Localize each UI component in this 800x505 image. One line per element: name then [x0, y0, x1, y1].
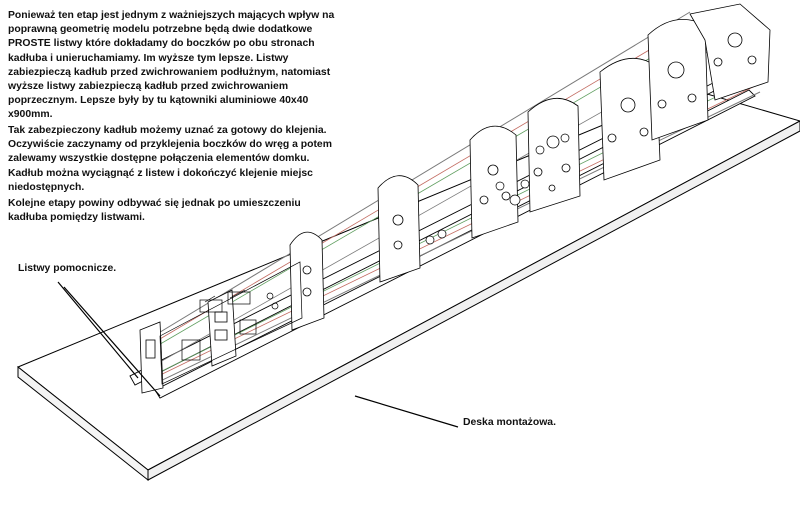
former-5	[469, 125, 519, 239]
leader-board	[354, 395, 459, 428]
callout-leaders	[57, 281, 459, 428]
fuselage-frame	[139, 3, 771, 394]
callout-assembly-board: Deska montażowa.	[463, 417, 556, 428]
description-paragraph-1: Ponieważ ten etap jest jednym z ważniejs…	[8, 10, 335, 121]
description-paragraph-2: Tak zabezpieczony kadłub możemy uznać za…	[8, 125, 332, 193]
assembly-board	[17, 88, 800, 482]
fuselage-side-panel	[159, 261, 303, 385]
fuselage-side-holes	[425, 133, 570, 245]
former-6	[527, 98, 581, 213]
former-4	[377, 175, 421, 283]
board-right-face	[147, 120, 800, 481]
nose-firewall	[689, 3, 771, 101]
stringer-top	[146, 11, 691, 341]
former-8	[647, 19, 709, 141]
callout-helper-rails: Listwy pomocnicze.	[18, 263, 117, 274]
description-paragraph-3: Kolejne etapy powiny odbywać się jednak …	[8, 198, 301, 224]
former-1	[139, 321, 164, 394]
leader-rails-1	[57, 281, 139, 379]
former-3	[289, 231, 325, 331]
former-7	[599, 57, 661, 181]
leader-rails-2	[63, 286, 161, 397]
